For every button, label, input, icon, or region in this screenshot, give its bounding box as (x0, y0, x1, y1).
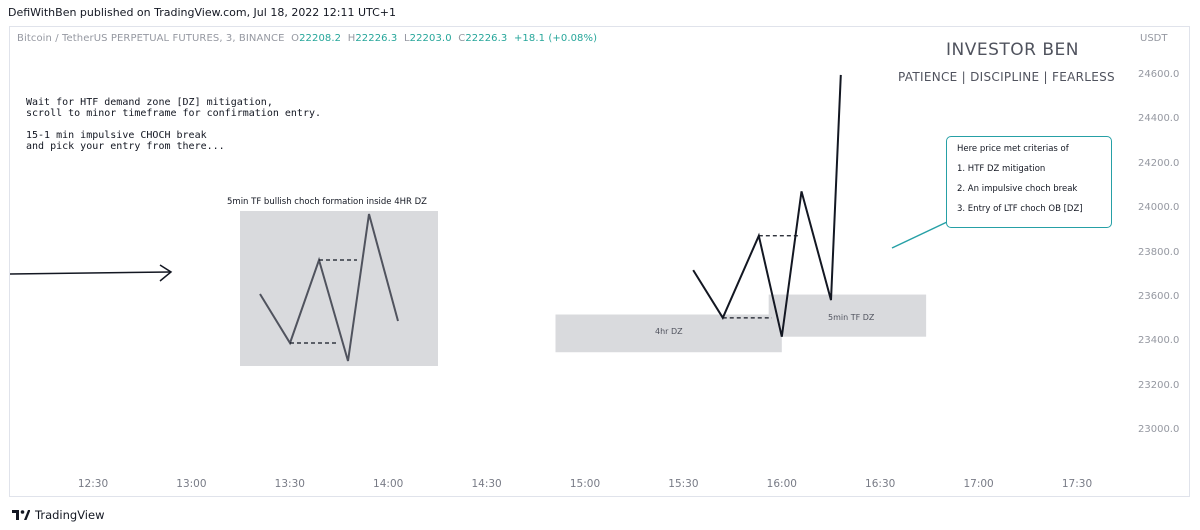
tradingview-logo-icon (12, 510, 30, 520)
time-tick-label: 15:30 (668, 478, 699, 490)
tradingview-footer[interactable]: TradingView (12, 508, 104, 522)
callout-line: Here price met criterias of (957, 144, 1069, 154)
published-by-line: DefiWithBen published on TradingView.com… (8, 6, 397, 19)
price-tick-label: 24600.0 (1138, 69, 1180, 80)
symbol-name[interactable]: Bitcoin / TetherUS PERPETUAL FUTURES, 3,… (17, 33, 285, 44)
zone-4hr-label: 4hr DZ (655, 327, 683, 336)
change-value: +18.1 (+0.08%) (513, 33, 598, 44)
price-tick-label: 23400.0 (1138, 335, 1180, 347)
brand-title: INVESTOR BEN (946, 40, 1079, 60)
note-line[interactable]: and pick your entry from there... (26, 141, 225, 152)
chart-pane[interactable] (9, 26, 1190, 497)
close-label: C (458, 33, 466, 44)
time-tick-label: 16:30 (865, 478, 896, 490)
brand-tagline: PATIENCE | DISCIPLINE | FEARLESS (898, 70, 1115, 84)
open-value: 22208.2 (299, 33, 342, 44)
high-value: 22226.3 (355, 33, 398, 44)
tradingview-brand: TradingView (35, 508, 105, 522)
price-path-line[interactable] (692, 74, 842, 337)
time-tick-label: 17:30 (1061, 478, 1093, 490)
time-tick-label: 17:00 (963, 478, 994, 490)
price-tick-label: 23600.0 (1138, 290, 1180, 302)
pointer-arrow-line[interactable] (9, 271, 171, 275)
formation-box-title[interactable]: 5min TF bullish choch formation inside 4… (227, 197, 427, 207)
high-label: H (347, 33, 356, 44)
bullish-choch-sketch[interactable] (259, 213, 399, 362)
time-tick-label: 13:00 (176, 478, 207, 490)
callout-line: 2. An impulsive choch break (957, 184, 1078, 194)
demand-zone[interactable] (555, 314, 782, 353)
price-tick-label: 24200.0 (1138, 157, 1180, 169)
time-tick-label: 16:00 (766, 478, 797, 490)
low-value: 22203.0 (409, 33, 452, 44)
time-tick-label: 15:00 (569, 478, 601, 490)
price-tick-label: 23200.0 (1138, 379, 1180, 391)
time-tick-label: 14:30 (471, 478, 502, 490)
open-label: O (291, 33, 300, 44)
note-line[interactable]: 15-1 min impulsive CHOCH break (26, 130, 207, 141)
callout-line: 1. HTF DZ mitigation (957, 164, 1046, 174)
price-tick-label: 23800.0 (1138, 246, 1180, 258)
time-tick-label: 14:00 (373, 478, 404, 490)
zone-5min-label: 5min TF DZ (828, 313, 875, 322)
time-tick-label: 12:30 (77, 478, 109, 490)
note-line[interactable]: Wait for HTF demand zone [DZ] mitigation… (26, 97, 273, 108)
callout-line: 3. Entry of LTF choch OB [DZ] (957, 204, 1083, 214)
callout-pointer[interactable] (891, 221, 948, 249)
low-label: L (403, 33, 410, 44)
criteria-callout[interactable]: Here price met criterias of 1. HTF DZ mi… (946, 136, 1112, 228)
note-line[interactable]: scroll to minor timeframe for confirmati… (26, 108, 322, 119)
time-tick-label: 13:30 (274, 478, 305, 490)
formation-box[interactable] (240, 211, 438, 366)
demand-zone[interactable] (768, 294, 927, 337)
price-tick-label: 23000.0 (1138, 424, 1180, 435)
symbol-legend[interactable]: Bitcoin / TetherUS PERPETUAL FUTURES, 3,… (17, 33, 597, 44)
price-tick-label: 24400.0 (1138, 113, 1180, 125)
close-value: 22226.3 (465, 33, 508, 44)
pointer-arrow-head[interactable] (159, 264, 173, 282)
price-tick-label: 24000.0 (1138, 202, 1180, 214)
price-axis-currency[interactable]: USDT (1140, 33, 1168, 44)
